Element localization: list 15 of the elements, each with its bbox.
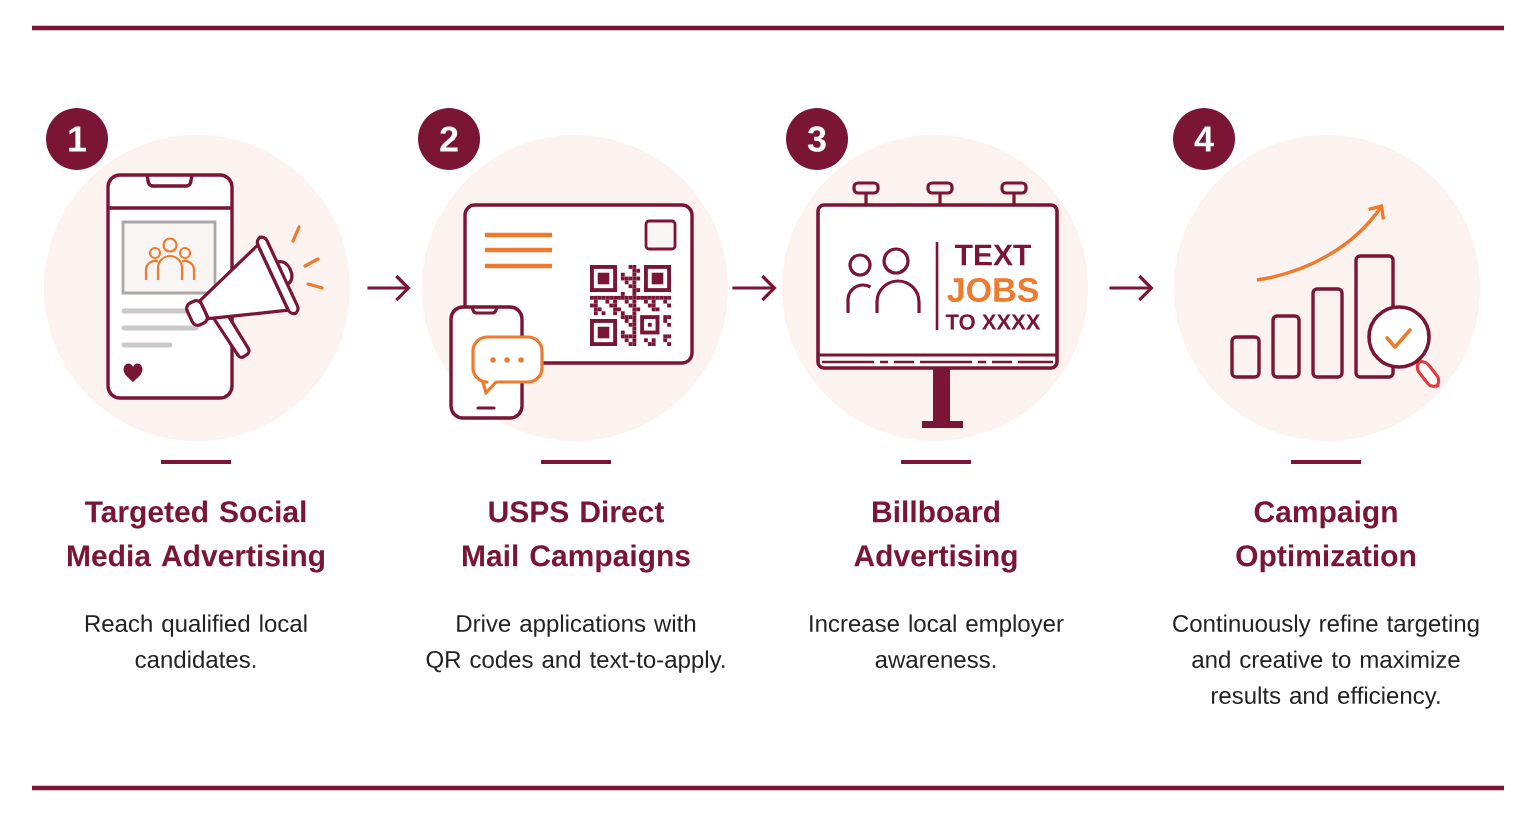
step-description: Increase local employer awareness.	[810, 614, 1064, 668]
number-badge: 1	[46, 108, 108, 170]
step-description: Reach qualified local candidates.	[85, 614, 307, 668]
billboard-text: TO XXXX	[945, 314, 1041, 330]
step-title: USPS Direct Mail Campaigns	[463, 500, 690, 573]
number-badge: 4	[1173, 108, 1235, 170]
step-description: Drive applications with QR codes and text-to-apply.	[426, 614, 725, 673]
step-description: Continuously refine targeting and creative to maximize results and efficiency.	[1173, 614, 1479, 709]
number-badge: 3	[786, 108, 848, 170]
number-badge: 2	[418, 108, 480, 170]
step-title: Campaign Optimization	[1236, 500, 1415, 573]
step-title: Billboard Advertising	[854, 500, 1017, 573]
billboard-text: JOBS	[947, 277, 1038, 303]
step-title: Targeted Social Media Advertising	[68, 500, 324, 573]
billboard-text: TEXT	[955, 244, 1032, 266]
